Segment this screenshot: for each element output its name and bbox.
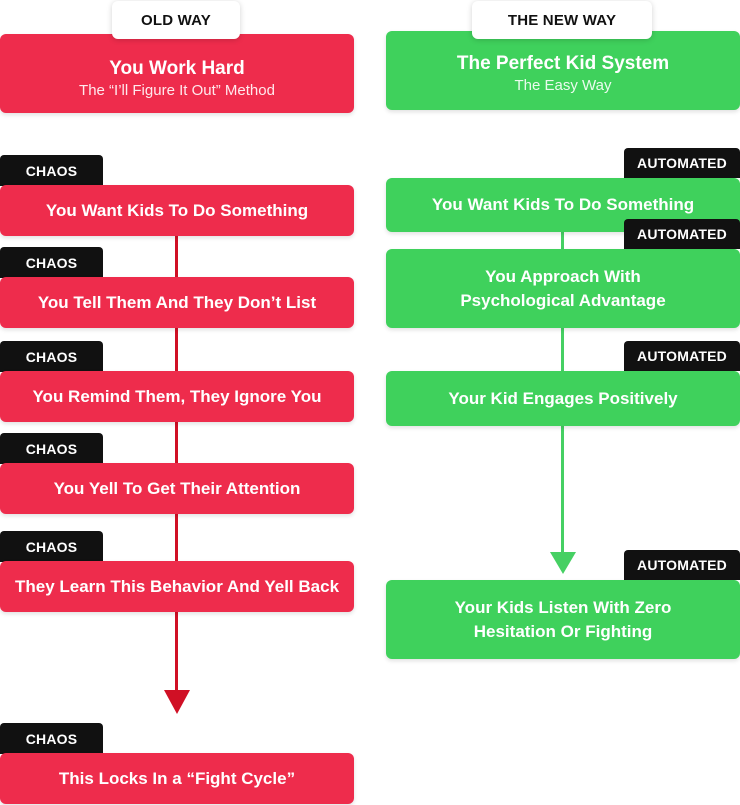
new-way-title: The Perfect Kid System <box>456 52 670 74</box>
old-step-4-chaos-tag: CHAOS <box>0 433 103 464</box>
old-step-6-chaos-tag: CHAOS <box>0 723 103 754</box>
new-way-header-card: The Perfect Kid System The Easy Way <box>386 31 740 110</box>
old-step-3: You Remind Them, They Ignore You <box>0 371 354 422</box>
new-step-4-line-2: Hesitation Or Fighting <box>473 621 653 641</box>
new-step-3-automated-tag: AUTOMATED <box>624 341 740 371</box>
old-step-2-chaos-tag: CHAOS <box>0 247 103 278</box>
old-step-5: They Learn This Behavior And Yell Back <box>0 561 354 612</box>
old-step-2: You Tell Them And They Don’t List <box>0 277 354 328</box>
new-way-subtitle: The Easy Way <box>514 76 612 94</box>
new-way-arrowhead-icon <box>550 552 576 574</box>
old-step-1-chaos-tag: CHAOS <box>0 155 103 186</box>
old-step-5-chaos-tag: CHAOS <box>0 531 103 562</box>
new-step-4-line-1: Your Kids Listen With Zero <box>454 597 672 617</box>
new-step-2-line-2: Psychological Advantage <box>460 290 666 310</box>
new-step-2-automated-tag: AUTOMATED <box>624 219 740 249</box>
new-step-1: You Want Kids To Do Something <box>386 178 740 232</box>
new-step-4: Your Kids Listen With Zero Hesitation Or… <box>386 580 740 659</box>
old-step-4: You Yell To Get Their Attention <box>0 463 354 514</box>
old-step-6: This Locks In a “Fight Cycle” <box>0 753 354 804</box>
old-way-arrowhead-icon <box>164 690 190 714</box>
new-step-2-line-1: You Approach With <box>485 266 641 286</box>
old-way-header-card: You Work Hard The “I’ll Figure It Out” M… <box>0 34 354 113</box>
old-way-title: You Work Hard <box>109 57 245 79</box>
old-way-label-pill: OLD WAY <box>112 1 240 39</box>
new-step-1-automated-tag: AUTOMATED <box>624 148 740 178</box>
old-step-1: You Want Kids To Do Something <box>0 185 354 236</box>
old-way-subtitle: The “I’ll Figure It Out” Method <box>79 81 275 99</box>
new-step-3: Your Kid Engages Positively <box>386 371 740 426</box>
old-step-3-chaos-tag: CHAOS <box>0 341 103 372</box>
new-step-4-automated-tag: AUTOMATED <box>624 550 740 580</box>
new-step-2: You Approach With Psychological Advantag… <box>386 249 740 328</box>
new-way-label-pill: THE NEW WAY <box>472 1 652 39</box>
